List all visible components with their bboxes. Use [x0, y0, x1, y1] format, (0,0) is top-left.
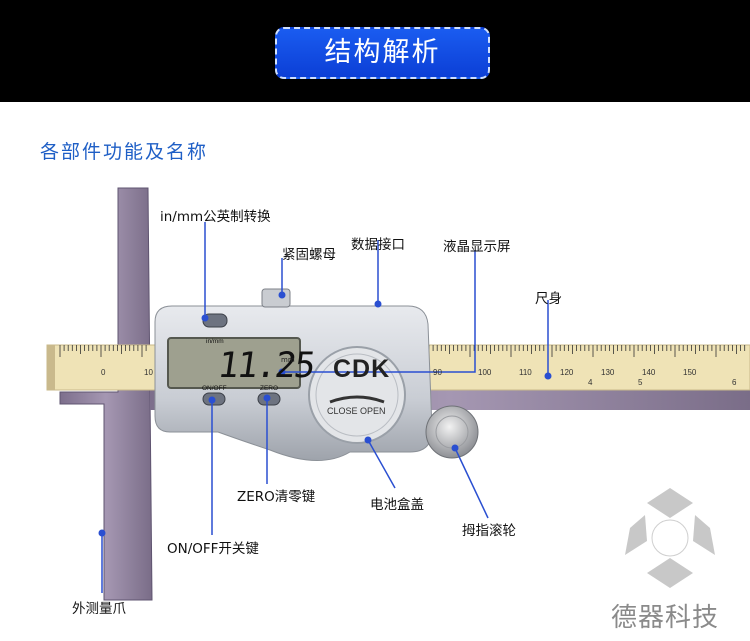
battery-cover: [308, 346, 406, 444]
label-zero-key: ZERO清零键: [237, 489, 316, 505]
label-thumb-roller: 拇指滚轮: [462, 523, 516, 539]
banner-title: 结构解析: [275, 27, 490, 79]
scale-label: 90: [433, 368, 442, 377]
brand-name: 德器科技: [611, 603, 720, 633]
inch-label: 4: [588, 378, 593, 387]
outer-jaw: [59, 187, 153, 601]
label-outer-jaw: 外测量爪: [72, 601, 126, 617]
scale-label: 100: [478, 368, 492, 377]
label-data-port: 数据接口: [351, 237, 405, 253]
label-onoff-key: ON/OFF开关键: [167, 541, 259, 557]
inch-label: 6: [732, 378, 737, 387]
section-title: 各部件功能及名称: [40, 141, 209, 163]
scale-label: 110: [519, 368, 532, 377]
scale-label: 130: [601, 368, 615, 377]
thumb-roller: [425, 405, 479, 459]
ruler-ticks: [59, 345, 746, 357]
label-ruler-body: 尺身: [535, 291, 562, 307]
scale-label: 0: [101, 368, 106, 377]
label-lock-screw: 紧固螺母: [282, 247, 336, 263]
scale-label: 150: [683, 368, 697, 377]
inch-label: 5: [638, 378, 643, 387]
device-brand: CDK: [333, 355, 391, 383]
lcd-reading: 11.25: [215, 346, 317, 386]
zero-button-label: ZERO: [260, 385, 279, 392]
brand-logo-icon: [625, 488, 715, 588]
scale-label: 120: [560, 368, 574, 377]
onoff-button-label: ON/OFF: [202, 385, 227, 392]
label-lcd: 液晶显示屏: [443, 239, 511, 255]
label-battery-cover: 电池盒盖: [370, 497, 424, 513]
scale-label: 10: [144, 368, 153, 377]
lock-screw: [261, 288, 291, 308]
inmm-button-label: in/mm: [206, 338, 224, 345]
battery-cover-text: CLOSE OPEN: [327, 406, 386, 416]
label-unit-switch: in/mm公英制转换: [160, 209, 271, 225]
lcd-screen: [167, 337, 301, 389]
ruler-left-cap: [47, 345, 55, 390]
lcd-unit: mm: [281, 356, 295, 364]
scale-label: 140: [642, 368, 656, 377]
